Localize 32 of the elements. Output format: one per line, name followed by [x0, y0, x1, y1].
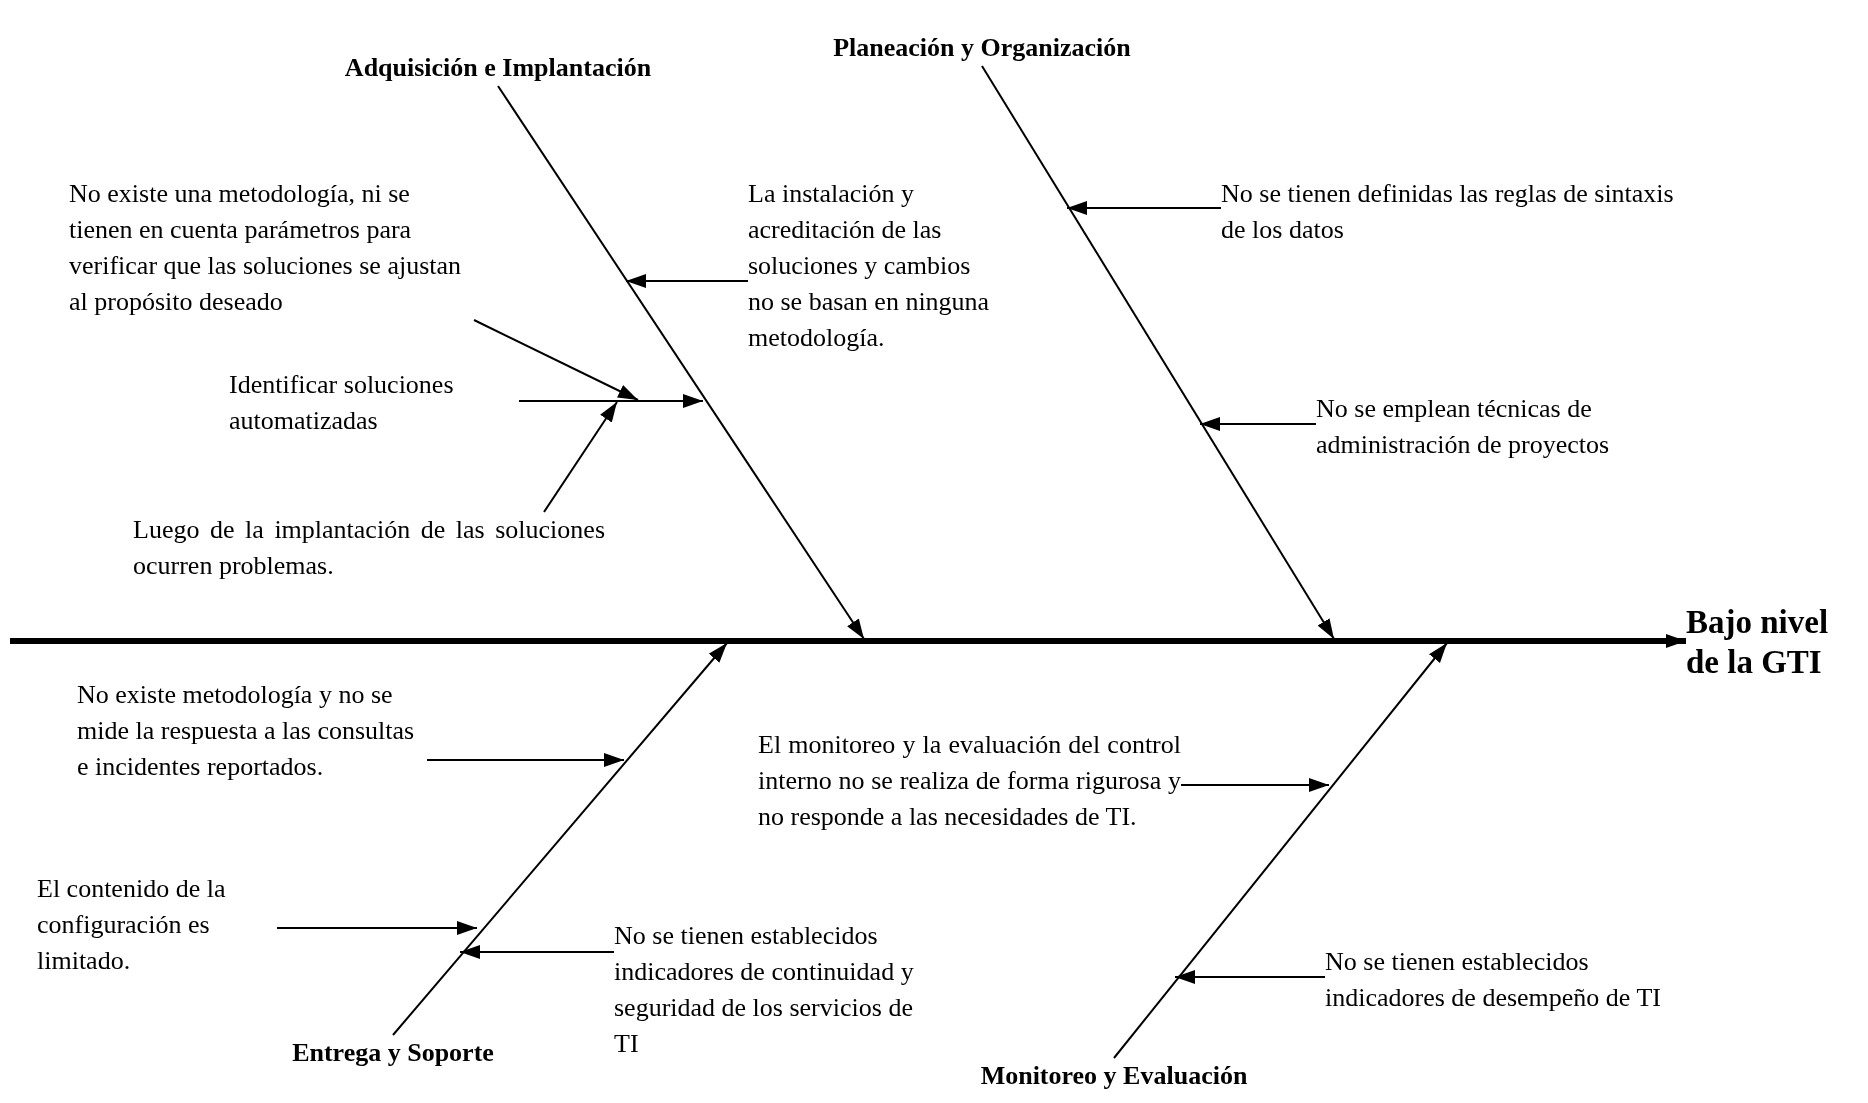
arrow	[459, 945, 615, 959]
arrow	[276, 921, 478, 935]
cause-text: No se tienen definidas las reglas de sintaxis de los datos	[1221, 176, 1679, 248]
arrow	[1180, 778, 1330, 792]
cause-text: No se tienen establecidos indicadores de continuidad y seguridad de los servicios de TI	[614, 918, 939, 1062]
cause-text: No se tienen establecidos indicadores de desempeño de TI	[1325, 944, 1705, 1016]
arrow	[518, 394, 704, 408]
arrow	[497, 85, 865, 640]
arrow	[625, 274, 749, 288]
arrow	[981, 65, 1335, 640]
category-label: Monitoreo y Evaluación	[980, 1058, 1248, 1094]
arrow	[543, 401, 618, 513]
arrow	[426, 753, 625, 767]
category-label: Adquisición e Implantación	[344, 50, 652, 86]
cause-text: Luego de la implantación de las soluciones ocurren problemas.	[133, 512, 605, 584]
effect-label: Bajo nivel de la GTI	[1686, 602, 1861, 682]
cause-text: El contenido de la configuración es limitado.	[37, 871, 277, 979]
category-label: Entrega y Soporte	[292, 1035, 494, 1071]
cause-text: El monitoreo y la evaluación del control interno no se realiza de forma rigurosa y no responde a las necesidades de TI.	[758, 727, 1181, 835]
category-label: Planeación y Organización	[833, 30, 1131, 66]
arrow	[1066, 201, 1222, 215]
arrow	[1174, 970, 1326, 984]
cause-text: Identificar soluciones automatizadas	[229, 367, 519, 439]
arrow	[392, 642, 728, 1036]
cause-text: No se emplean técnicas de administración de proyectos	[1316, 391, 1716, 463]
arrow	[473, 319, 639, 401]
cause-text: No existe metodología y no se mide la respuesta a las consultas e incidentes reportados.	[77, 677, 427, 785]
spine-arrow	[10, 634, 1686, 648]
cause-text: La instalación y acreditación de las soluciones y cambios no se basan en ninguna metodología.	[748, 176, 993, 356]
arrow	[1199, 417, 1317, 431]
arrow	[1113, 642, 1448, 1059]
cause-text: No existe una metodología, ni se tienen en cuenta parámetros para verificar que las soluciones se ajustan al propósito deseado	[69, 176, 474, 320]
